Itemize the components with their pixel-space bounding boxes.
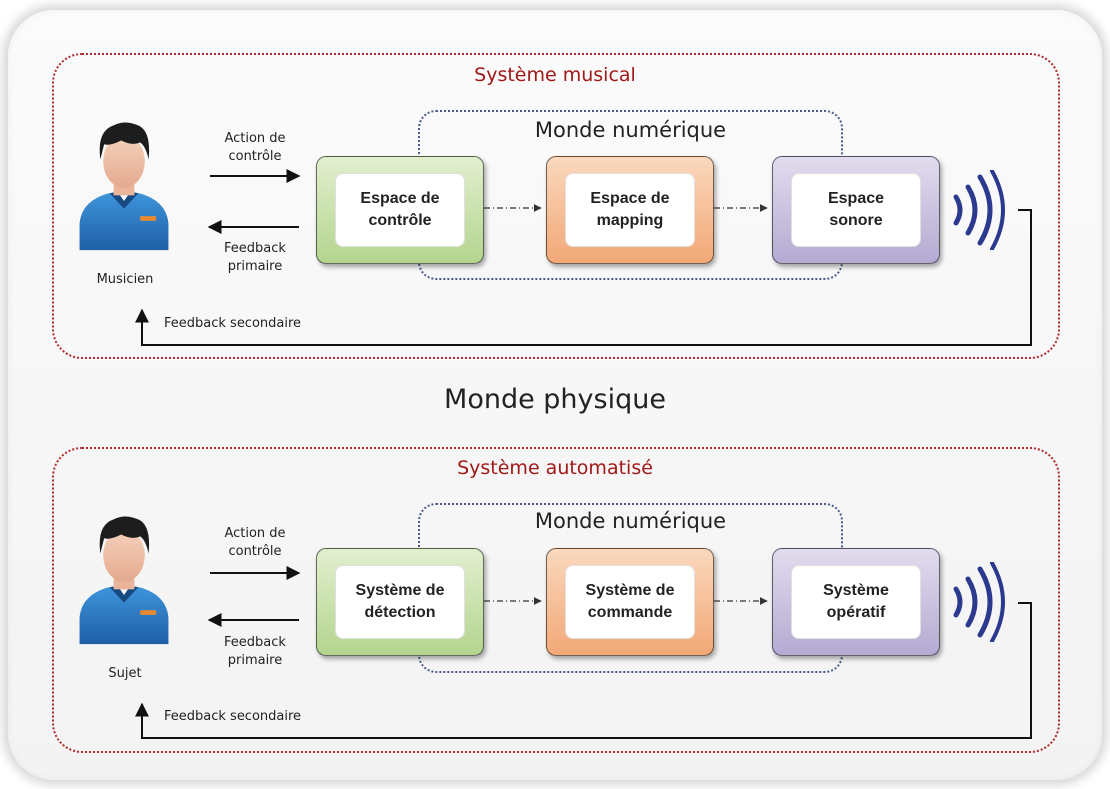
system-automated-border <box>52 447 1060 753</box>
control-action-label: Action de contrôle <box>224 131 286 165</box>
block-operative-system: Système opératif <box>772 548 940 656</box>
actor-label: Musicien <box>96 272 154 287</box>
block-sound-space: Espace sonore <box>772 156 940 264</box>
primary-feedback-label: Feedback primaire <box>224 635 286 669</box>
system-automated-title: Système automatisé <box>457 457 653 479</box>
block-label: Espace de contrôle <box>335 173 465 247</box>
actor-label: Sujet <box>108 666 142 681</box>
block-label: Système opératif <box>791 565 921 639</box>
system-musical-border <box>52 53 1060 359</box>
secondary-feedback-label: Feedback secondaire <box>164 709 302 724</box>
physical-world-title: Monde physique <box>444 384 666 415</box>
block-control-space: Espace de contrôle <box>316 156 484 264</box>
block-label: Système de commande <box>565 565 695 639</box>
block-label: Espace sonore <box>791 173 921 247</box>
secondary-feedback-arrow <box>135 602 1032 739</box>
block-label: Système de détection <box>335 565 465 639</box>
block-label: Espace de mapping <box>565 173 695 247</box>
secondary-feedback-label: Feedback secondaire <box>164 316 302 331</box>
system-musical-title: Système musical <box>474 64 636 86</box>
block-detection-system: Système de détection <box>316 548 484 656</box>
primary-feedback-label: Feedback primaire <box>224 241 286 275</box>
digital-world-title: Monde numérique <box>534 118 727 142</box>
block-mapping-space: Espace de mapping <box>546 156 714 264</box>
block-command-system: Système de commande <box>546 548 714 656</box>
secondary-feedback-arrow <box>135 209 1032 346</box>
control-action-label: Action de contrôle <box>224 526 286 560</box>
digital-world-title: Monde numérique <box>534 509 727 533</box>
